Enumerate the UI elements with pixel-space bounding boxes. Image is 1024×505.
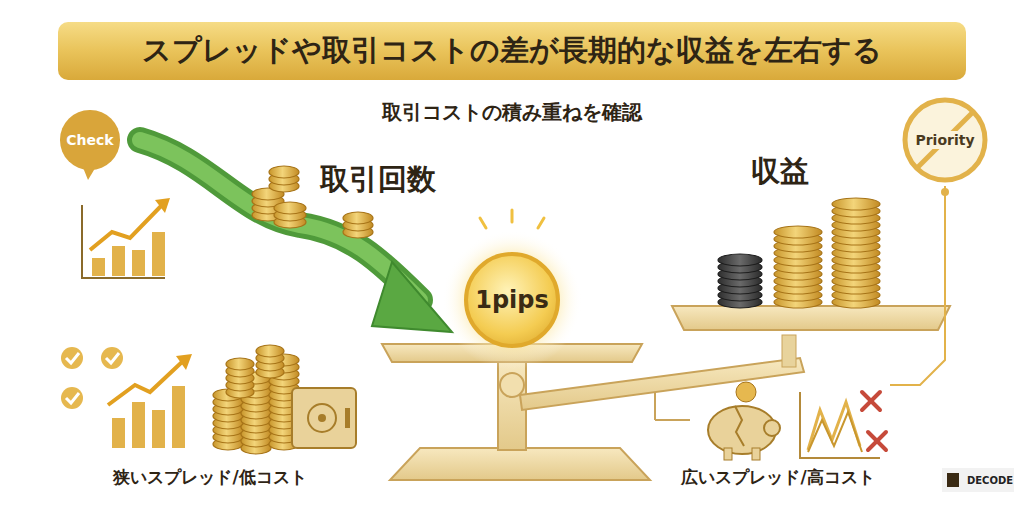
node-text: 1pips (475, 286, 549, 314)
label-text: 取引回数 (320, 160, 436, 200)
node-text: Check (66, 132, 113, 148)
profit-stacks (718, 198, 880, 308)
coin-glow (442, 230, 582, 370)
node-text: Priority (913, 131, 976, 149)
leader-line (890, 186, 945, 385)
label-text: 収益 (751, 152, 809, 192)
title-text: スプレッドや取引コストの差が長期的な収益を左右する (142, 31, 882, 71)
watermark-ground (942, 468, 1014, 492)
logo-mark (947, 473, 959, 487)
pips-coin: 1pips (464, 252, 560, 348)
ban-ring (905, 100, 985, 180)
label-text: 取引コストの積み重ねを確認 (382, 99, 642, 126)
safe (292, 388, 356, 448)
watermark: DECODE (967, 475, 1013, 486)
bar-chart (82, 198, 170, 278)
coin (774, 226, 822, 238)
shine-rays (480, 210, 544, 228)
coin (832, 198, 880, 210)
leader-dot (941, 188, 949, 196)
coin (718, 254, 762, 266)
loss-chart (800, 392, 886, 458)
coin-piles (213, 345, 299, 454)
label-text: 狭いスプレッド/低コスト (113, 466, 306, 489)
label-text: 広いスプレッド/高コスト (681, 466, 874, 489)
coin (226, 358, 254, 370)
arrow-head (372, 262, 452, 332)
title-band (58, 22, 966, 80)
growth-chart (108, 354, 192, 448)
coin (256, 345, 284, 357)
check-bubble: Check (60, 110, 119, 169)
priority-badge: Priority (911, 129, 978, 151)
piggy-bank (655, 382, 780, 460)
